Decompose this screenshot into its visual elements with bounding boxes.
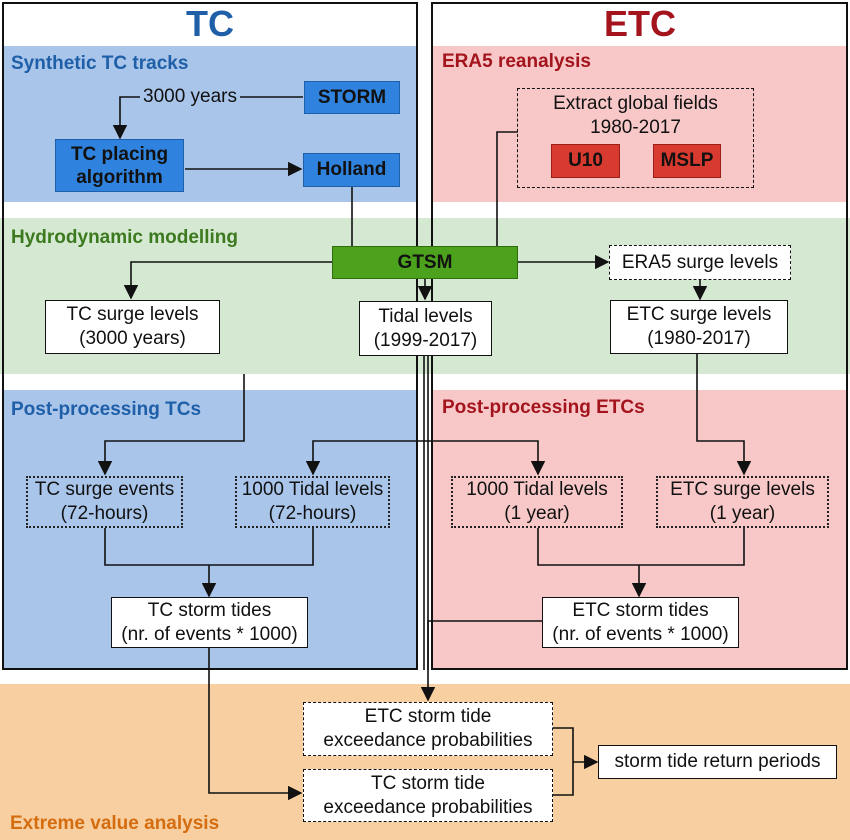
etc-surge-levels-line2: (1980-2017) [647, 328, 751, 349]
tc-exceed-line2: exceedance probabilities [323, 796, 533, 818]
tc-exceedance-box: TC storm tide exceedance probabilities [303, 769, 553, 822]
etc-tidal-line2: (1 year) [504, 503, 570, 524]
extract-global-fields-box: Extract global fields 1980-2017 [517, 88, 754, 188]
tidal-levels-line1: Tidal levels [378, 305, 473, 327]
u10-box: U10 [551, 144, 620, 178]
section-post-processing-etcs: Post-processing ETCs [442, 397, 645, 418]
etc-surge-levels-line1: ETC surge levels [626, 304, 772, 325]
tc-placing-line2: algorithm [76, 166, 163, 188]
tc-placing-line1: TC placing [70, 143, 169, 165]
era5-surge-label: ERA5 surge levels [621, 251, 779, 273]
tidal-levels-box: Tidal levels (1999-2017) [359, 301, 492, 356]
etc-surge-levels-box: ETC surge levels (1980-2017) [610, 300, 788, 354]
mslp-label: MSLP [660, 150, 714, 171]
storm-label: STORM [317, 86, 387, 108]
etc-surge-year-line2: (1 year) [709, 503, 776, 524]
tc-surge-events-box: TC surge events (72-hours) [26, 476, 183, 528]
gtsm-box: GTSM [332, 246, 518, 279]
return-periods-box: storm tide return periods [598, 745, 837, 779]
tc-tidal-levels-box: 1000 Tidal levels (72-hours) [235, 476, 390, 528]
section-hydrodynamic-modelling: Hydrodynamic modelling [11, 227, 238, 248]
etc-exceed-line2: exceedance probabilities [323, 730, 533, 751]
tc-storm-tides-line1: TC storm tides [147, 599, 272, 621]
etc-storm-tides-box: ETC storm tides (nr. of events * 1000) [542, 597, 739, 648]
section-synthetic-tc-tracks: Synthetic TC tracks [11, 53, 189, 74]
tc-storm-tides-box: TC storm tides (nr. of events * 1000) [111, 597, 308, 648]
tc-placing-algorithm-box: TC placing algorithm [55, 139, 184, 192]
tc-storm-tides-line2: (nr. of events * 1000) [121, 623, 298, 645]
etc-exceedance-box: ETC storm tide exceedance probabilities [303, 702, 553, 756]
tc-tidal-line2: (72-hours) [268, 503, 357, 524]
extract-line1: Extract global fields [553, 93, 718, 114]
return-periods-label: storm tide return periods [614, 751, 821, 772]
etc-exceed-line1: ETC storm tide [364, 706, 492, 727]
tc-column-title: TC [186, 3, 234, 44]
tc-surge-events-line1: TC surge events [34, 479, 175, 500]
holland-label: Holland [316, 159, 387, 180]
etc-tidal-levels-box: 1000 Tidal levels (1 year) [451, 476, 623, 528]
tc-surge-levels-line1: TC surge levels [66, 304, 199, 325]
section-era5-reanalysis: ERA5 reanalysis [442, 51, 591, 72]
etc-column-title: ETC [604, 3, 676, 44]
etc-surge-year-box: ETC surge levels (1 year) [656, 476, 829, 528]
tc-exceed-line1: TC storm tide [370, 772, 486, 794]
etc-storm-tides-line2: (nr. of events * 1000) [552, 623, 729, 645]
era5-surge-levels-box: ERA5 surge levels [609, 245, 791, 280]
storm-box: STORM [304, 81, 400, 114]
tc-surge-levels-box: TC surge levels (3000 years) [45, 300, 220, 354]
mslp-box: MSLP [653, 144, 721, 178]
section-post-processing-tcs: Post-processing TCs [11, 399, 202, 420]
section-extreme-value-analysis: Extreme value analysis [10, 813, 220, 834]
extract-line2: 1980-2017 [590, 117, 681, 138]
etc-tidal-line1: 1000 Tidal levels [466, 479, 608, 500]
tidal-levels-line2: (1999-2017) [373, 329, 478, 351]
tc-surge-events-line2: (72-hours) [60, 503, 149, 524]
tc-surge-levels-line2: (3000 years) [79, 328, 186, 349]
gtsm-label: GTSM [397, 251, 453, 273]
years-label: 3000 years [140, 86, 241, 108]
etc-storm-tides-line1: ETC storm tides [572, 599, 709, 621]
tc-tidal-line1: 1000 Tidal levels [241, 479, 384, 500]
holland-box: Holland [303, 153, 400, 187]
u10-label: U10 [568, 150, 603, 171]
etc-surge-year-line1: ETC surge levels [670, 479, 815, 500]
